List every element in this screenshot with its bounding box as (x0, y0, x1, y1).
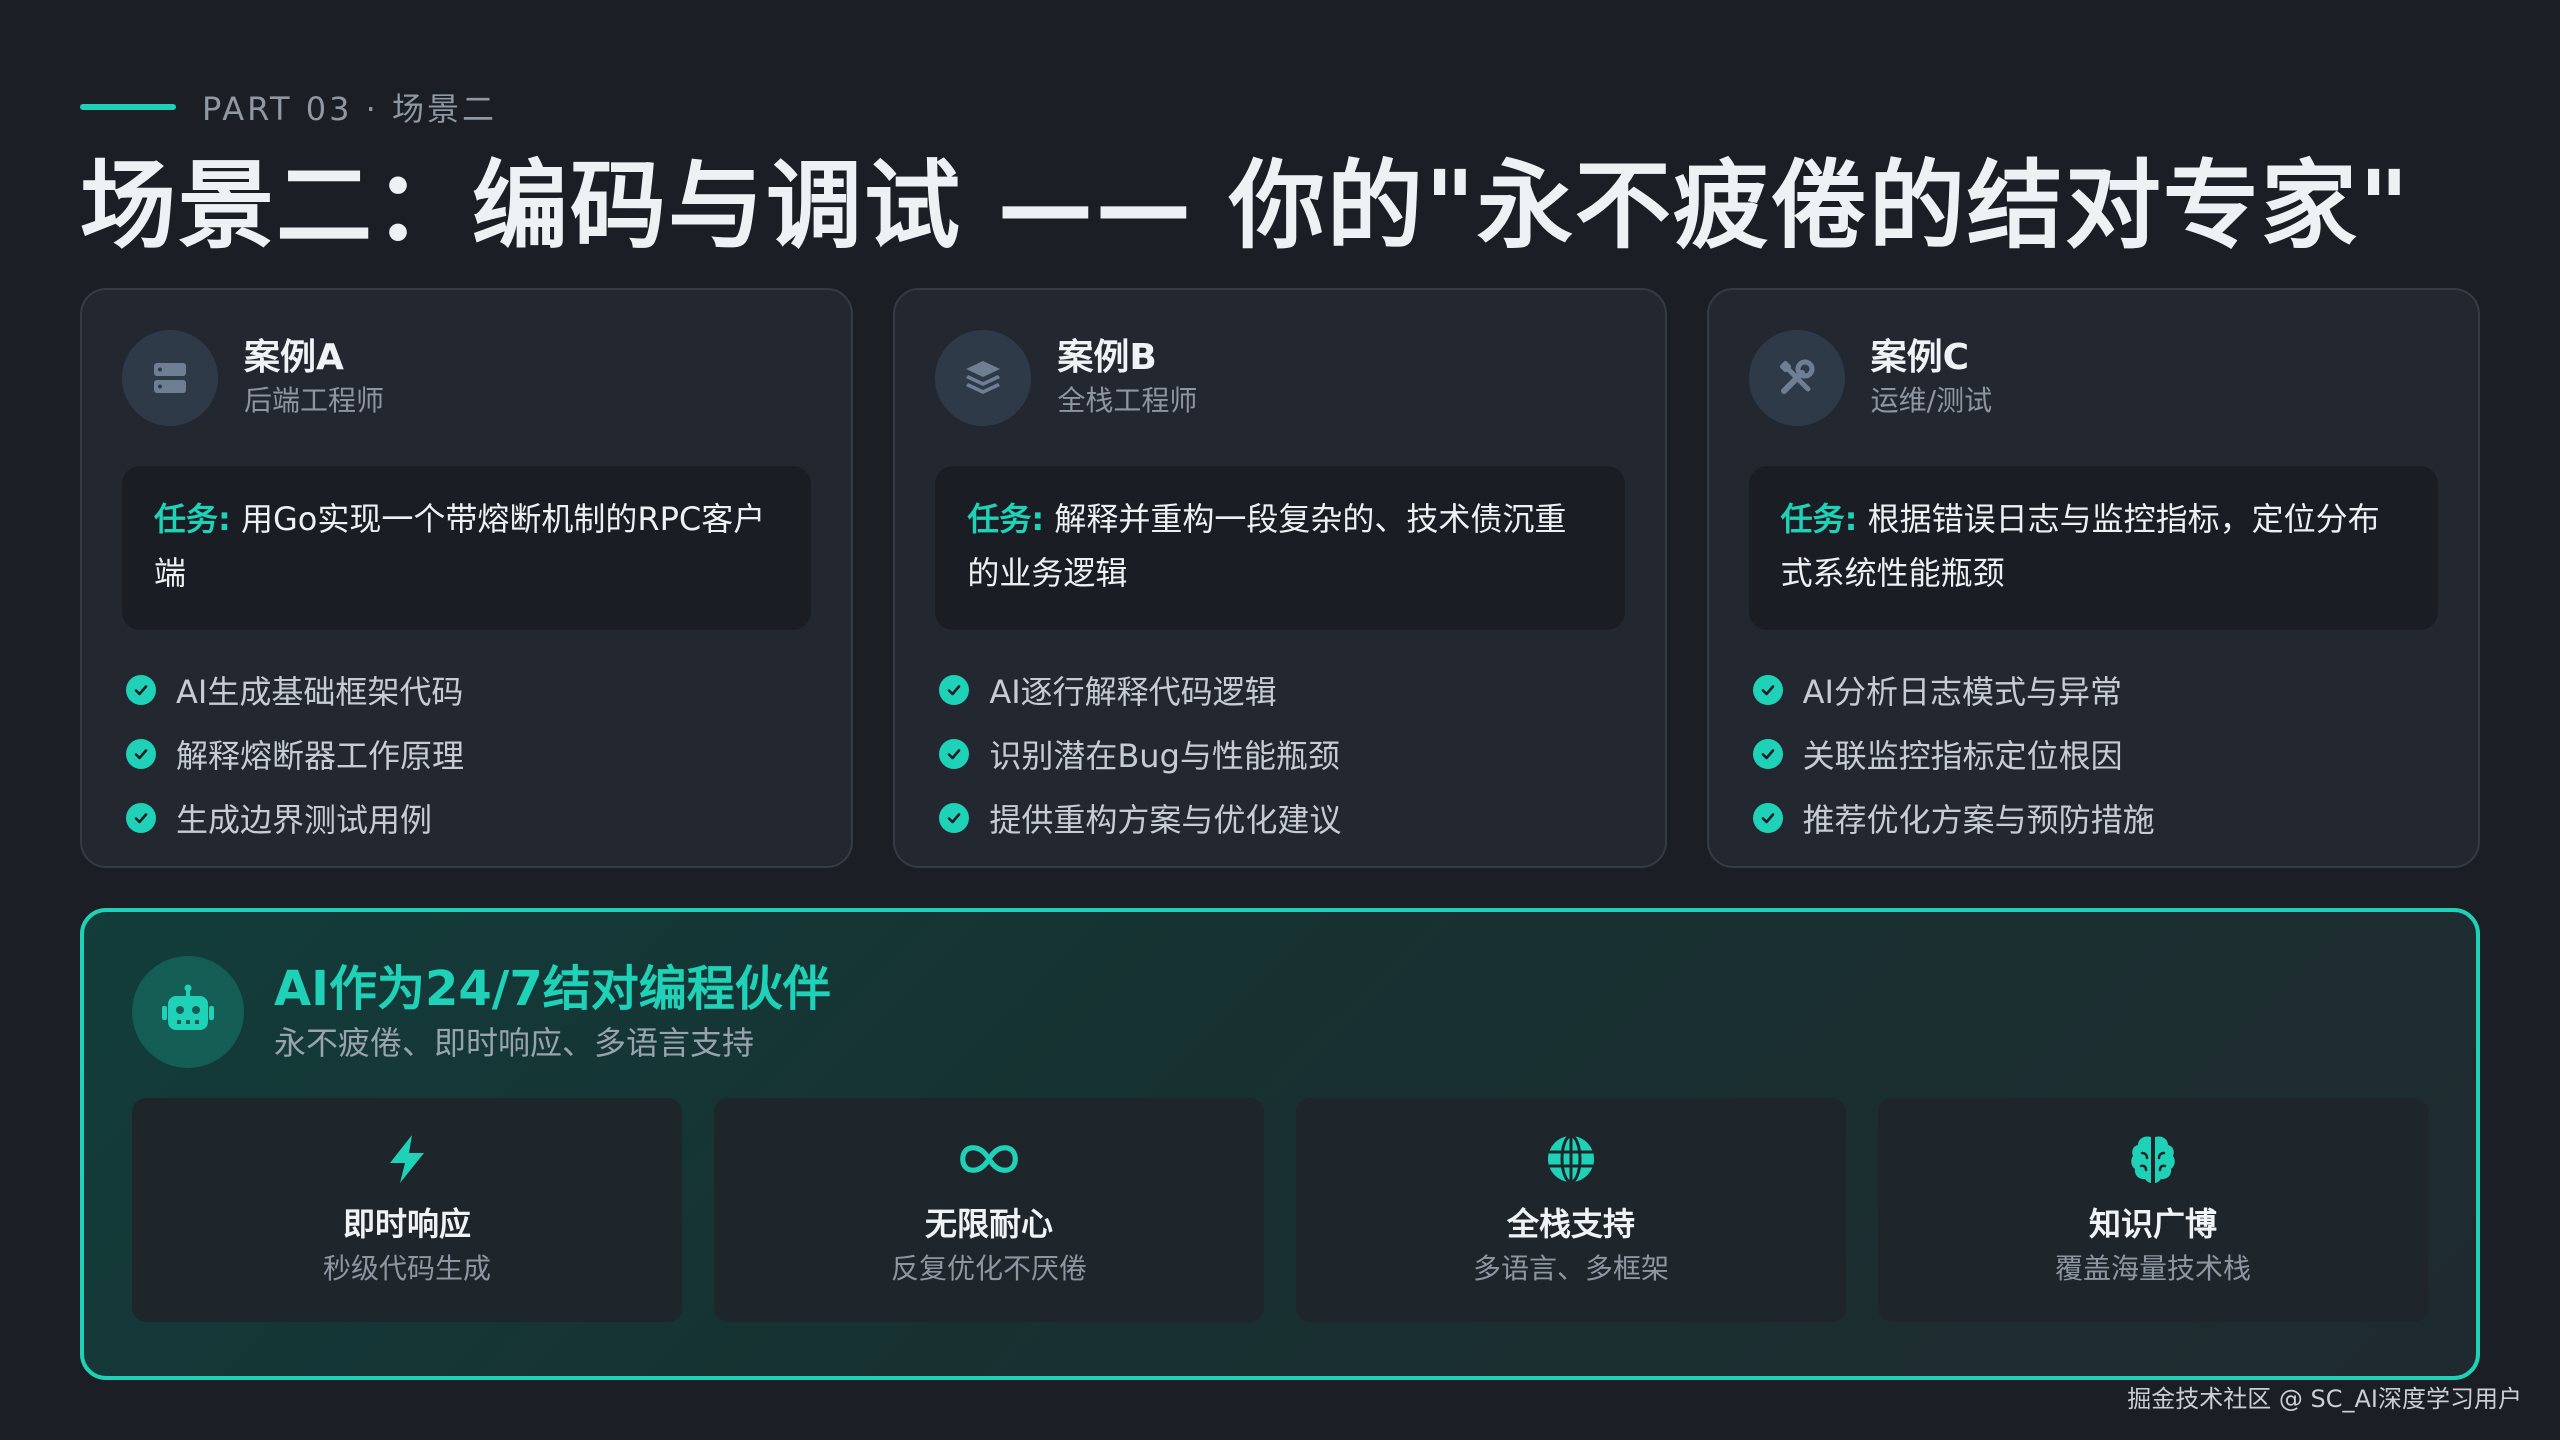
check-circle-icon (1752, 739, 1783, 769)
case-header: 案例C 运维/测试 (1748, 330, 2438, 426)
globe-icon (1541, 1129, 1601, 1189)
brain-icon (2123, 1129, 2183, 1189)
check-circle-icon (939, 675, 970, 705)
accent-bar (80, 104, 176, 110)
task-label: 任务: (967, 500, 1045, 538)
case-title: 案例A (244, 337, 344, 378)
robot-icon (132, 956, 244, 1068)
check-circle-icon (126, 803, 156, 833)
feature-desc: 反复优化不厌倦 (890, 1252, 1087, 1285)
case-card-a: 案例A 后端工程师 任务: 用Go实现一个带熔断机制的RPC客户端 AI生成基础… (80, 288, 854, 868)
task-text: 用Go实现一个带熔断机制的RPC客户端 (154, 500, 766, 592)
case-role: 全栈工程师 (1057, 384, 1198, 417)
feature-tile: 知识广博 覆盖海量技术栈 (1878, 1098, 2428, 1322)
watermark: 掘金技术社区 @ SC_AI深度学习用户 (2127, 1385, 2522, 1413)
list-item: AI逐行解释代码逻辑 (939, 658, 1624, 722)
infinity-icon (959, 1129, 1019, 1189)
list-item: AI生成基础框架代码 (126, 658, 811, 722)
list-item-text: AI分析日志模式与异常 (1802, 673, 2122, 711)
list-item: 解释熔断器工作原理 (126, 722, 811, 786)
case-card-b: 案例B 全栈工程师 任务: 解释并重构一段复杂的、技术债沉重的业务逻辑 AI逐行… (893, 288, 1667, 868)
feature-tile: 即时响应 秒级代码生成 (132, 1098, 682, 1322)
case-role: 后端工程师 (244, 384, 385, 417)
layers-icon (935, 330, 1032, 426)
feature-name: 知识广博 (2088, 1205, 2217, 1243)
partner-panel: AI作为24/7结对编程伙伴 永不疲倦、即时响应、多语言支持 即时响应 秒级代码… (80, 908, 2480, 1380)
case-cards: 案例A 后端工程师 任务: 用Go实现一个带熔断机制的RPC客户端 AI生成基础… (80, 288, 2480, 868)
feature-name: 即时响应 (342, 1205, 471, 1243)
list-item: 生成边界测试用例 (126, 786, 811, 850)
task-box: 任务: 解释并重构一段复杂的、技术债沉重的业务逻辑 (935, 466, 1625, 630)
feature-name: 无限耐心 (924, 1205, 1053, 1243)
check-circle-icon (1752, 675, 1783, 705)
list-item-text: 提供重构方案与优化建议 (989, 801, 1342, 839)
task-box: 任务: 根据错误日志与监控指标，定位分布式系统性能瓶颈 (1748, 466, 2438, 630)
list-item: 识别潜在Bug与性能瓶颈 (939, 722, 1624, 786)
list-item-text: 关联监控指标定位根因 (1802, 737, 2123, 775)
list-item: 提供重构方案与优化建议 (939, 786, 1624, 850)
case-header: 案例A 后端工程师 (122, 330, 811, 426)
case-title: 案例C (1870, 337, 1970, 378)
list-item-text: 识别潜在Bug与性能瓶颈 (989, 737, 1340, 775)
bolt-icon (377, 1129, 437, 1189)
list-item: 推荐优化方案与预防措施 (1752, 786, 2438, 850)
section-eyebrow: PART 03 · 场景二 (80, 84, 497, 130)
feature-desc: 多语言、多框架 (1472, 1252, 1669, 1285)
check-circle-icon (939, 739, 970, 769)
partner-subtitle: 永不疲倦、即时响应、多语言支持 (274, 1024, 755, 1062)
list-item-text: 推荐优化方案与预防措施 (1802, 801, 2155, 839)
case-role: 运维/测试 (1870, 384, 1993, 417)
list-item-text: 生成边界测试用例 (176, 801, 433, 839)
list-item-text: AI生成基础框架代码 (176, 673, 464, 711)
case-header: 案例B 全栈工程师 (935, 330, 1624, 426)
feature-tile: 全栈支持 多语言、多框架 (1296, 1098, 1846, 1322)
feature-name: 全栈支持 (1506, 1205, 1635, 1243)
feature-tile: 无限耐心 反复优化不厌倦 (714, 1098, 1264, 1322)
task-label: 任务: (154, 500, 231, 538)
server-icon (122, 330, 218, 426)
check-circle-icon (126, 739, 156, 769)
eyebrow-text: PART 03 · 场景二 (202, 90, 498, 128)
task-label: 任务: (1780, 500, 1858, 538)
task-box: 任务: 用Go实现一个带熔断机制的RPC客户端 (122, 466, 812, 630)
check-list: AI分析日志模式与异常 关联监控指标定位根因 推荐优化方案与预防措施 (1749, 658, 2438, 850)
check-list: AI生成基础框架代码 解释熔断器工作原理 生成边界测试用例 (122, 658, 811, 850)
task-text: 根据错误日志与监控指标，定位分布式系统性能瓶颈 (1780, 500, 2380, 592)
partner-header: AI作为24/7结对编程伙伴 永不疲倦、即时响应、多语言支持 (132, 956, 2428, 1068)
case-title: 案例B (1057, 337, 1157, 378)
list-item: 关联监控指标定位根因 (1752, 722, 2438, 786)
check-circle-icon (126, 675, 156, 705)
check-circle-icon (939, 803, 970, 833)
case-card-c: 案例C 运维/测试 任务: 根据错误日志与监控指标，定位分布式系统性能瓶颈 AI… (1706, 288, 2480, 868)
list-item: AI分析日志模式与异常 (1752, 658, 2438, 722)
partner-title: AI作为24/7结对编程伙伴 (274, 961, 831, 1017)
feature-desc: 秒级代码生成 (322, 1252, 491, 1285)
list-item-text: 解释熔断器工作原理 (176, 737, 465, 775)
page-title: 场景二：编码与调试 —— 你的"永不疲倦的结对专家" (80, 150, 2411, 262)
check-circle-icon (1752, 803, 1783, 833)
tools-icon (1748, 330, 1845, 426)
task-text: 解释并重构一段复杂的、技术债沉重的业务逻辑 (967, 500, 1567, 592)
feature-tiles: 即时响应 秒级代码生成 无限耐心 反复优化不厌倦 (132, 1098, 2428, 1322)
feature-desc: 覆盖海量技术栈 (2054, 1252, 2251, 1285)
check-list: AI逐行解释代码逻辑 识别潜在Bug与性能瓶颈 提供重构方案与优化建议 (935, 658, 1624, 850)
list-item-text: AI逐行解释代码逻辑 (989, 673, 1277, 711)
